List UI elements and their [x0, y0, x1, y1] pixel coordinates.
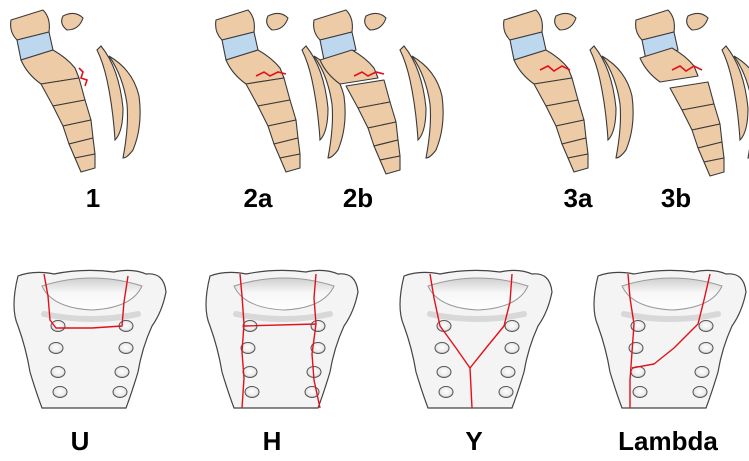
- sacral-foramen: [632, 386, 648, 398]
- posterior-label-lambda: Lambda: [618, 426, 718, 456]
- sacral-lower-block: [245, 77, 301, 173]
- sacral-segment-6: [379, 155, 401, 175]
- lateral-label-3b: 3b: [660, 183, 692, 213]
- lateral-label-1: 1: [85, 183, 101, 213]
- fracture-line: [255, 71, 287, 77]
- s1-segment: [639, 47, 699, 83]
- s1-segment: [319, 49, 379, 85]
- sacral-lower-block: [345, 79, 401, 175]
- posterior-element: [364, 12, 387, 31]
- lateral-view-2b: [313, 9, 444, 175]
- sacral-lamina: [589, 45, 617, 142]
- posterior-element: [554, 12, 577, 31]
- posterior-view-H: [205, 269, 359, 409]
- sacral-foramen: [310, 342, 326, 354]
- sacral-lamina: [301, 45, 329, 142]
- fracture-line: [239, 273, 321, 409]
- sacral-foramen: [118, 342, 134, 354]
- sacral-ridge: [427, 311, 527, 322]
- sacral-foramen: [436, 366, 452, 378]
- sacral-upper-block: [20, 49, 80, 85]
- sacral-foramen: [694, 366, 710, 378]
- intervertebral-disc: [319, 31, 357, 61]
- sacral-promontory: [427, 277, 529, 311]
- s1-segment: [20, 49, 80, 85]
- intervertebral-disc: [641, 31, 679, 61]
- sacral-foramen: [114, 366, 130, 378]
- posterior-view-Y: [399, 269, 553, 409]
- sacral-foramen: [52, 386, 68, 398]
- sacral-lamina: [399, 45, 427, 142]
- sacral-foramen: [48, 342, 64, 354]
- lateral-view-3a: [503, 9, 634, 173]
- lateral-view-3b: [635, 9, 749, 177]
- sacral-promontory: [41, 277, 143, 311]
- posterior-label-h: H: [262, 426, 282, 456]
- sacral-foramen: [504, 320, 520, 332]
- fracture-line: [353, 71, 385, 77]
- sacral-upper-block: [639, 47, 699, 83]
- posterior-label-u: U: [70, 426, 90, 456]
- posterior-label-y: Y: [465, 426, 483, 456]
- sacral-lamina: [721, 45, 749, 142]
- sacral-segment-6: [567, 153, 589, 173]
- sacral-ridge: [621, 311, 721, 322]
- sacral-foramen: [504, 342, 520, 354]
- fracture-line: [627, 273, 711, 408]
- sacral-foramen: [434, 342, 450, 354]
- sacral-foramen: [310, 320, 326, 332]
- sacral-foramen: [242, 366, 258, 378]
- sacral-promontory: [621, 277, 723, 311]
- sacral-foramen: [244, 386, 260, 398]
- sacral-lower-block: [669, 81, 725, 177]
- sacral-foramen: [628, 342, 644, 354]
- sacral-foramen: [50, 366, 66, 378]
- posterior-element: [61, 12, 84, 31]
- sacral-foramen: [692, 386, 708, 398]
- sacral-foramen: [438, 386, 454, 398]
- sacral-crest: [601, 55, 634, 159]
- sacral-crest: [108, 55, 141, 159]
- posterior-view-U: [13, 269, 167, 409]
- fracture-line: [429, 273, 513, 409]
- sacral-segment-6: [74, 153, 96, 173]
- fracture-line: [43, 273, 129, 329]
- lateral-view-2a: [215, 9, 346, 173]
- sacral-lamina: [96, 45, 124, 142]
- posterior-element: [686, 12, 709, 31]
- sacral-ridge: [41, 311, 141, 322]
- sacral-foramen: [498, 386, 514, 398]
- fracture-line: [671, 65, 703, 72]
- lateral-label-2a: 2a: [243, 183, 273, 213]
- sacral-lower-block: [533, 77, 589, 173]
- sacral-crest: [411, 55, 444, 159]
- posterior-element: [266, 12, 289, 31]
- s1-segment: [513, 49, 573, 85]
- lateral-label-2b: 2b: [342, 183, 374, 213]
- sacral-upper-block: [513, 49, 573, 85]
- sacral-foramen: [698, 342, 714, 354]
- sacral-crest: [733, 55, 749, 159]
- fracture-line: [539, 65, 571, 72]
- lateral-label-3a: 3a: [563, 183, 593, 213]
- sacral-lower-block: [40, 77, 96, 173]
- lateral-view-1: [10, 9, 141, 173]
- sacral-promontory: [233, 277, 335, 311]
- sacral-foramen: [112, 386, 128, 398]
- sacral-segment-6: [703, 157, 725, 177]
- sacral-segment-6: [279, 153, 301, 173]
- sacral-foramen: [500, 366, 516, 378]
- sacral-foramen: [698, 320, 714, 332]
- sacral-foramen: [50, 320, 66, 332]
- sacral-ridge: [233, 311, 333, 322]
- posterior-view-Lambda: [593, 269, 747, 409]
- sacral-upper-block: [319, 49, 379, 85]
- sacral-foramen: [240, 342, 256, 354]
- fracture-line: [78, 67, 89, 87]
